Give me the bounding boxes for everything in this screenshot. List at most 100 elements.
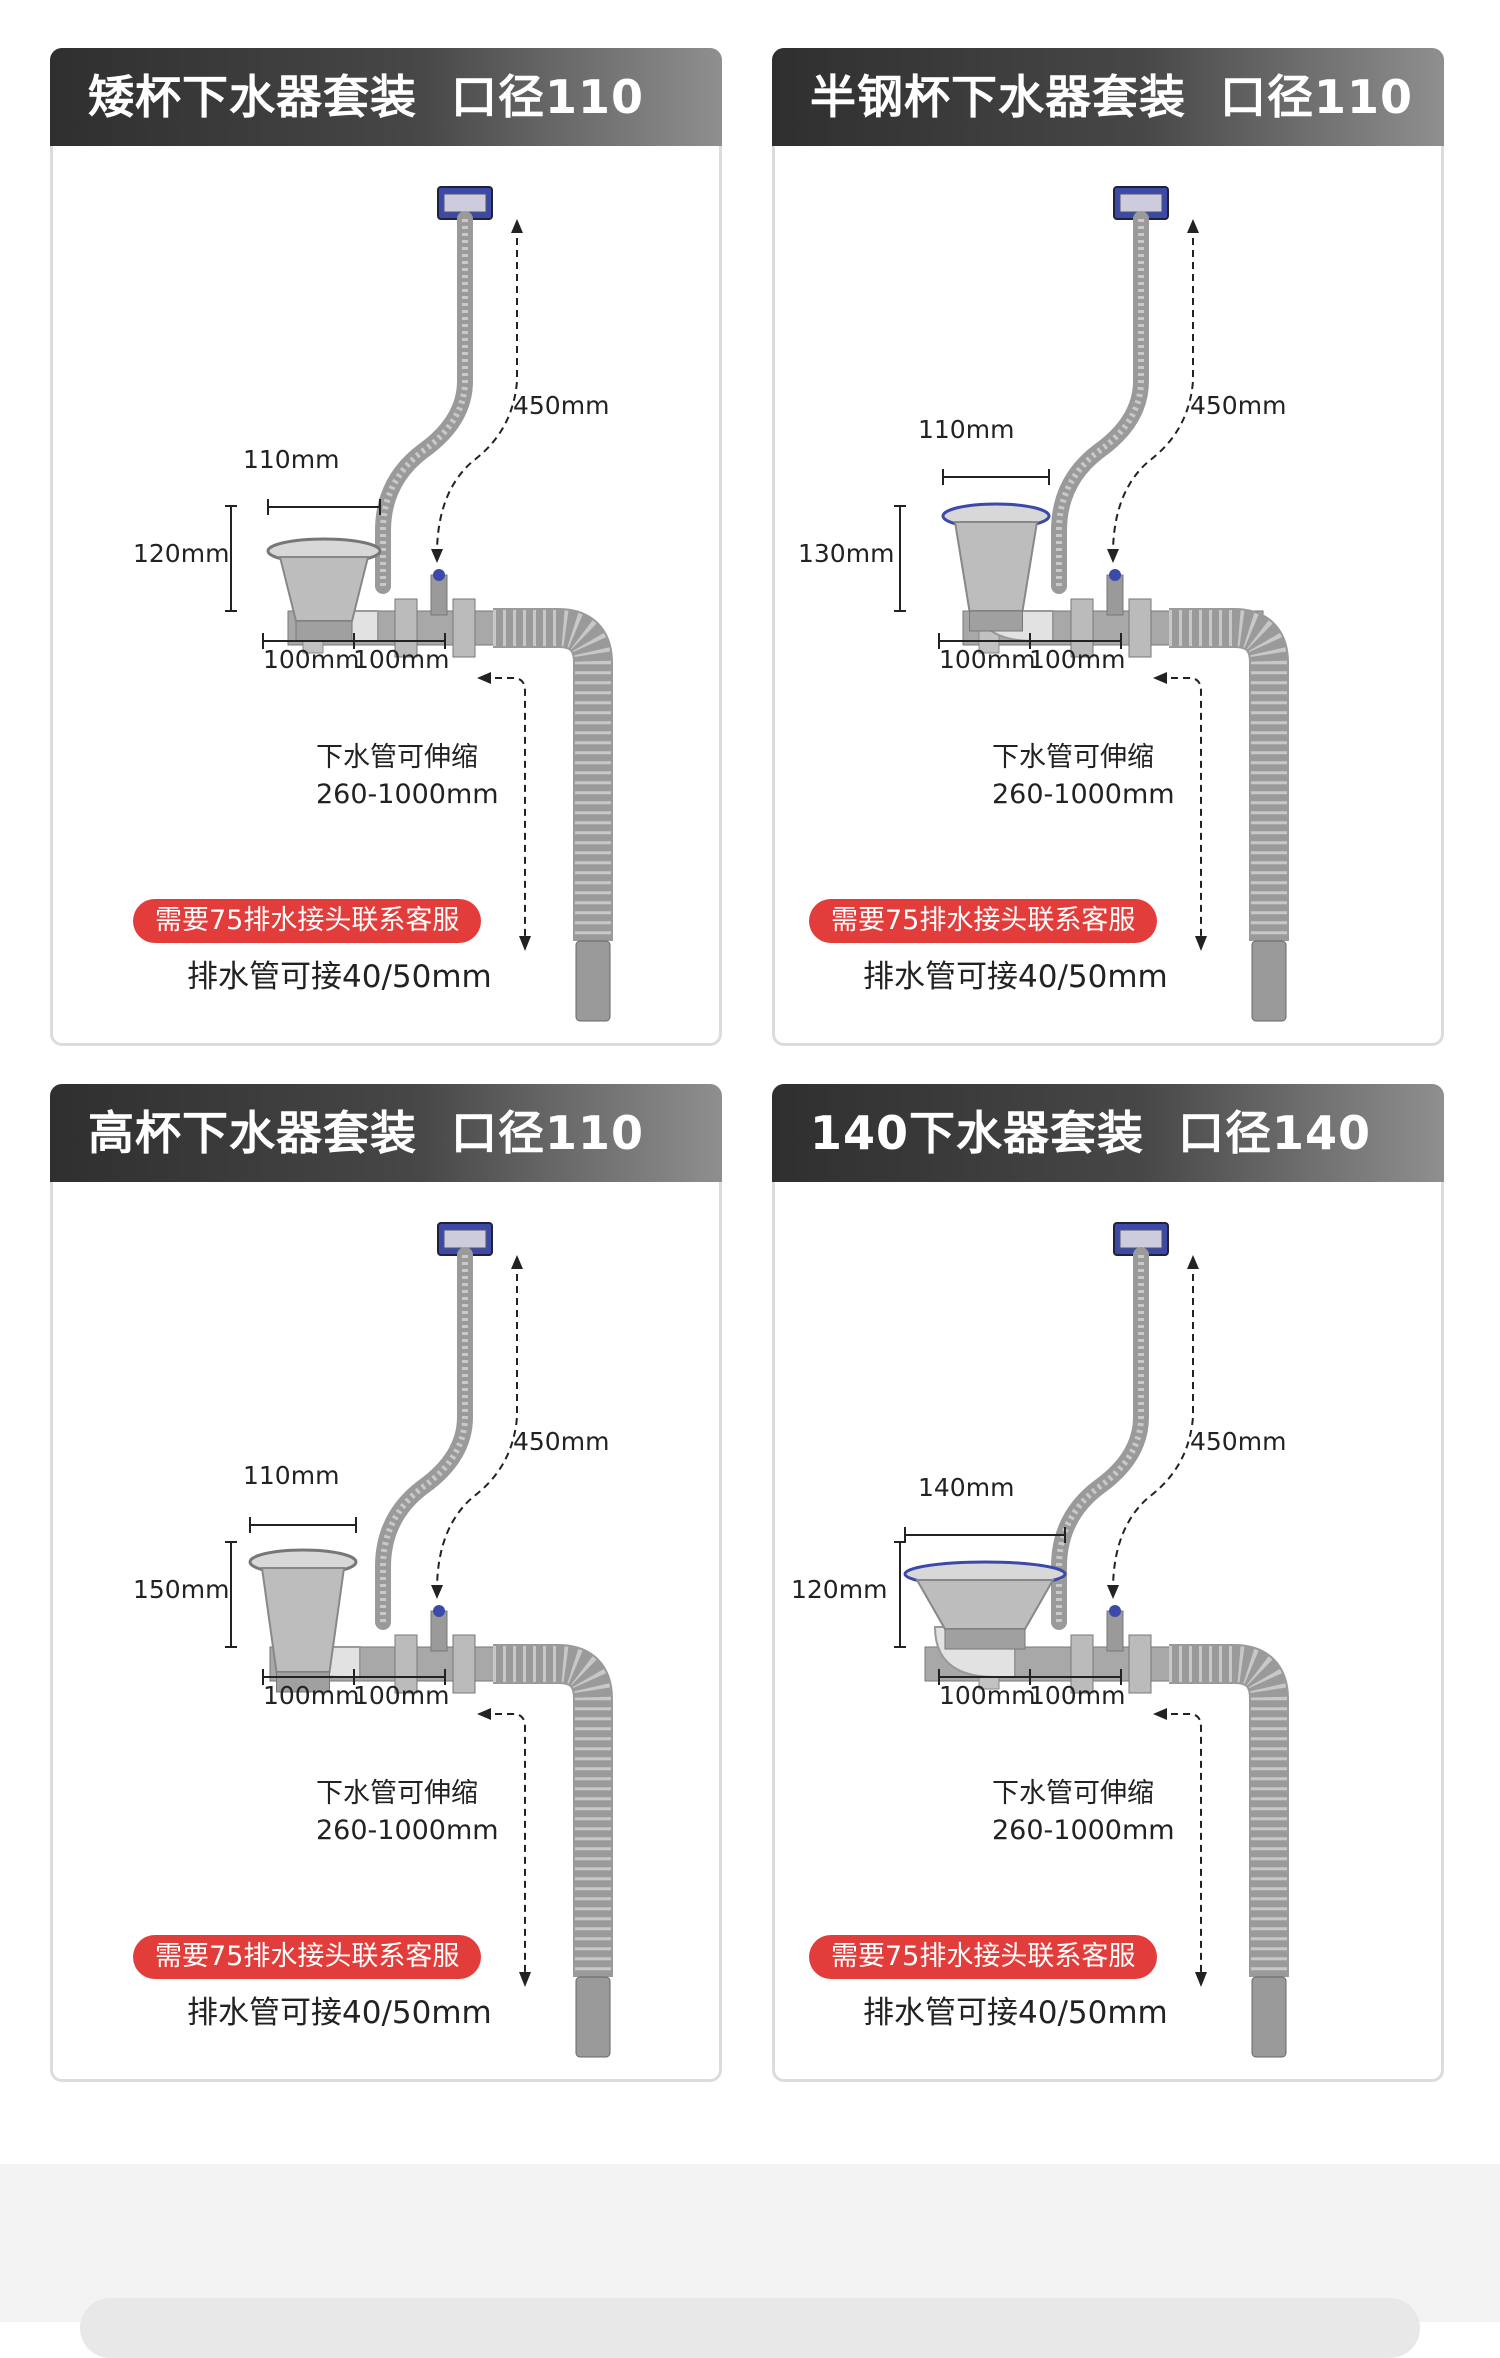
pipe-top-dimension-line	[1112, 1262, 1194, 1588]
valve-icon	[1109, 1605, 1121, 1617]
pipe-top-length: 450mm	[1190, 1427, 1287, 1456]
arrow-up-icon	[511, 219, 523, 233]
contact-service-badge: 需要75排水接头联系客服	[133, 899, 482, 943]
overflow-plate-inner	[443, 1229, 487, 1249]
card-caliber: 口径110	[1220, 70, 1414, 124]
stretch-dimension-line	[483, 1713, 526, 1977]
card-caliber: 口径110	[451, 70, 645, 124]
overflow-hose	[1051, 211, 1149, 594]
stretch-dimension-line	[1159, 677, 1202, 941]
pipe-top-dimension-line	[436, 226, 518, 552]
drain-compat-note: 排水管可接40/50mm	[187, 1995, 492, 2031]
arrow-down-icon	[519, 1972, 531, 1987]
card-header: 半钢杯下水器套装口径110	[772, 48, 1444, 146]
arrow-down-icon	[1107, 549, 1119, 563]
cup-width: 140mm	[918, 1473, 1015, 1502]
cup-width: 110mm	[243, 445, 340, 474]
card-title: 140下水器套装	[810, 1106, 1145, 1160]
contact-service-badge: 需要75排水接头联系客服	[133, 1935, 482, 1979]
pipe-top-dimension-line	[1112, 226, 1194, 552]
overflow-hose	[1051, 1247, 1149, 1630]
strainer-cup	[953, 521, 1039, 612]
arrow-down-icon	[1107, 1585, 1119, 1599]
overflow-hose-ribs	[1056, 219, 1144, 586]
overflow-plate-inner	[1119, 193, 1163, 213]
overflow-hose-ribs	[380, 219, 468, 586]
cup-height: 120mm	[133, 539, 230, 568]
card-caliber: 口径140	[1178, 1106, 1372, 1160]
drain-connector	[575, 940, 611, 1022]
arrow-down-icon	[1195, 936, 1207, 951]
overflow-hose-ribs	[1056, 1255, 1144, 1622]
card-title: 高杯下水器套装	[88, 1106, 417, 1160]
cup-width: 110mm	[243, 1461, 340, 1490]
overflow-hose	[375, 1247, 473, 1630]
cup-height: 150mm	[133, 1575, 230, 1604]
arrow-down-icon	[431, 549, 443, 563]
pipe-joint	[1070, 598, 1094, 658]
contact-service-badge: 需要75排水接头联系客服	[809, 899, 1158, 943]
segment-b-length: 100mm	[1029, 1681, 1126, 1710]
pipe-top-length: 450mm	[1190, 391, 1287, 420]
valve-icon	[1109, 569, 1121, 581]
card-header: 140下水器套装口径140	[772, 1084, 1444, 1182]
segment-b-length: 100mm	[353, 645, 450, 674]
pipe-joint	[394, 1634, 418, 1694]
pipe-joint	[452, 598, 476, 658]
stretch-label: 下水管可伸缩	[992, 742, 1154, 773]
drain-kit-diagram	[225, 186, 613, 1022]
arrow-left-icon	[477, 1708, 491, 1720]
pipe-top-length: 450mm	[513, 1427, 610, 1456]
footer-bar	[80, 2298, 1420, 2358]
overflow-hose	[375, 211, 473, 594]
arrow-down-icon	[519, 936, 531, 951]
strainer-nut	[944, 1628, 1026, 1650]
drain-compat-note: 排水管可接40/50mm	[187, 959, 492, 995]
pipe-joint	[1128, 1634, 1152, 1694]
strainer-cup	[915, 1579, 1055, 1630]
arrow-up-icon	[1187, 1255, 1199, 1269]
drain-kit-diagram	[894, 1222, 1289, 2058]
stretch-label: 下水管可伸缩	[992, 1778, 1154, 1809]
stretch-range: 260-1000mm	[316, 1815, 499, 1846]
strainer-nut	[295, 620, 353, 642]
arrow-left-icon	[1153, 1708, 1167, 1720]
arrow-up-icon	[1187, 219, 1199, 233]
stretch-label: 下水管可伸缩	[316, 1778, 478, 1809]
pipe-joint	[1070, 1634, 1094, 1694]
arrow-left-icon	[1153, 672, 1167, 684]
cup-height: 130mm	[798, 539, 895, 568]
product-card-half-steel-cup: 半钢杯下水器套装口径110 450mm 110mm 130mm 100mm 10…	[772, 48, 1444, 1046]
product-card-low-cup: 矮杯下水器套装口径110 450mm 110mm 120mm 100mm 100…	[50, 48, 722, 1046]
drain-kit-diagram	[225, 1222, 613, 2058]
card-title: 半钢杯下水器套装	[810, 70, 1186, 124]
contact-service-badge: 需要75排水接头联系客服	[809, 1935, 1158, 1979]
card-header: 高杯下水器套装口径110	[50, 1084, 722, 1182]
pipe-top-dimension-line	[436, 1262, 518, 1588]
segment-a-length: 100mm	[263, 1681, 360, 1710]
card-header: 矮杯下水器套装口径110	[50, 48, 722, 146]
strainer-cup	[260, 1567, 346, 1673]
stretch-range: 260-1000mm	[992, 1815, 1175, 1846]
overflow-hose-ribs	[380, 1255, 468, 1622]
pipe-joint	[1128, 598, 1152, 658]
arrow-up-icon	[511, 1255, 523, 1269]
drain-compat-note: 排水管可接40/50mm	[863, 959, 1168, 995]
stretch-label: 下水管可伸缩	[316, 742, 478, 773]
segment-b-length: 100mm	[1029, 645, 1126, 674]
stretch-dimension-line	[483, 677, 526, 941]
stretch-hose-ribs	[1169, 610, 1287, 941]
stretch-hose-ribs	[493, 610, 611, 941]
stretch-hose-ribs	[493, 1646, 611, 1977]
drain-connector	[1251, 1976, 1287, 2058]
arrow-down-icon	[431, 1585, 443, 1599]
segment-a-length: 100mm	[263, 645, 360, 674]
valve-icon	[433, 569, 445, 581]
stretch-range: 260-1000mm	[992, 779, 1175, 810]
overflow-plate-inner	[443, 193, 487, 213]
cup-height: 120mm	[791, 1575, 888, 1604]
pipe-top-length: 450mm	[513, 391, 610, 420]
segment-a-length: 100mm	[939, 1681, 1036, 1710]
drain-compat-note: 排水管可接40/50mm	[863, 1995, 1168, 2031]
arrow-left-icon	[477, 672, 491, 684]
